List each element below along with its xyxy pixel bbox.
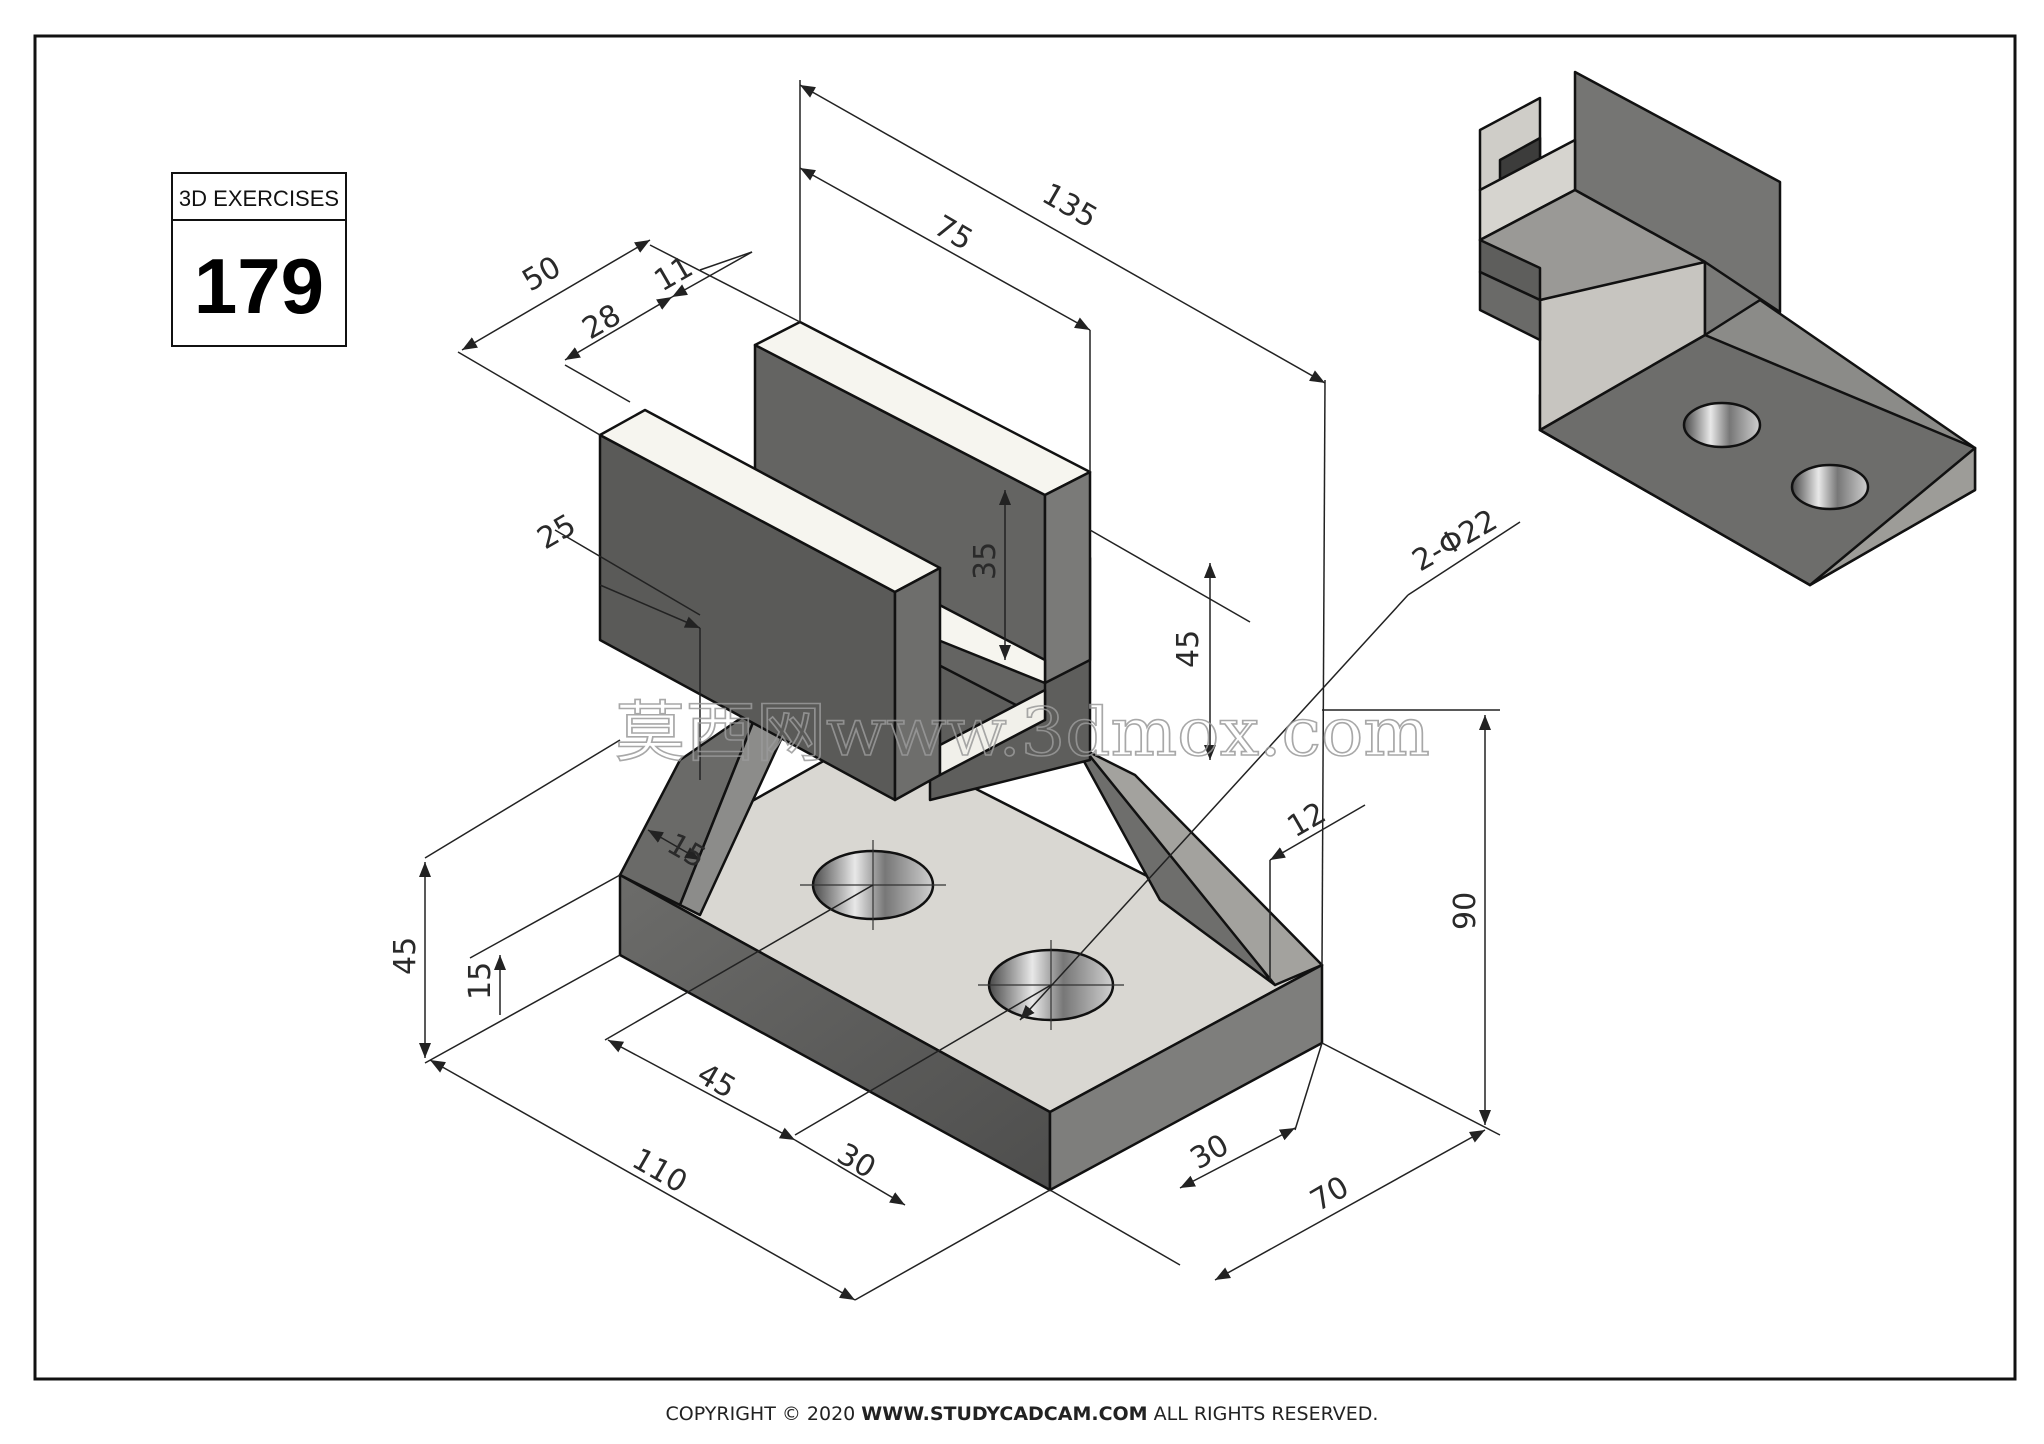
dim-110: 110 — [626, 1142, 693, 1201]
title-caption: 3D EXERCISES — [179, 186, 339, 211]
preview-hole-1 — [1682, 401, 1762, 449]
dim-hole: 2-Φ22 — [1407, 503, 1504, 579]
dim-45-left: 45 — [388, 937, 423, 975]
main-part — [598, 320, 1324, 1192]
dim-11: 11 — [649, 250, 700, 299]
dim-30-b: 30 — [1185, 1128, 1236, 1177]
exercise-number: 179 — [194, 242, 324, 330]
copyright-prefix: COPYRIGHT © 2020 — [666, 1403, 862, 1425]
dim-15-base: 15 — [463, 962, 498, 1000]
dim-35: 35 — [968, 542, 1003, 580]
dim-50: 50 — [517, 250, 568, 299]
back-upright-side — [1043, 470, 1092, 685]
dim-45-bottom: 45 — [691, 1057, 742, 1106]
copyright-suffix: ALL RIGHTS RESERVED. — [1148, 1403, 1379, 1425]
watermark-text: 莫西网www.3dmox.com — [615, 694, 1430, 771]
dim-28: 28 — [577, 298, 628, 347]
dim-30-a: 30 — [831, 1137, 882, 1186]
preview-hole-2 — [1790, 463, 1870, 511]
dimension-lines — [419, 80, 1521, 1301]
preview-front-wall — [1478, 270, 1542, 342]
title-block: 3D EXERCISES 179 — [171, 172, 347, 347]
dim-12: 12 — [1282, 796, 1333, 845]
preview-model — [1478, 70, 1977, 587]
channel-lower-face — [938, 688, 1047, 777]
copyright-site[interactable]: WWW.STUDYCADCAM.COM — [861, 1403, 1147, 1425]
dim-90: 90 — [1448, 892, 1483, 930]
dim-25: 25 — [532, 508, 583, 557]
dim-45-right: 45 — [1171, 630, 1206, 668]
dim-75: 75 — [928, 209, 979, 258]
dim-70: 70 — [1305, 1170, 1356, 1219]
copyright-footer: COPYRIGHT © 2020 WWW.STUDYCADCAM.COM ALL… — [666, 1403, 1379, 1425]
dim-135: 135 — [1036, 177, 1103, 236]
drawing-frame — [33, 34, 2017, 1381]
